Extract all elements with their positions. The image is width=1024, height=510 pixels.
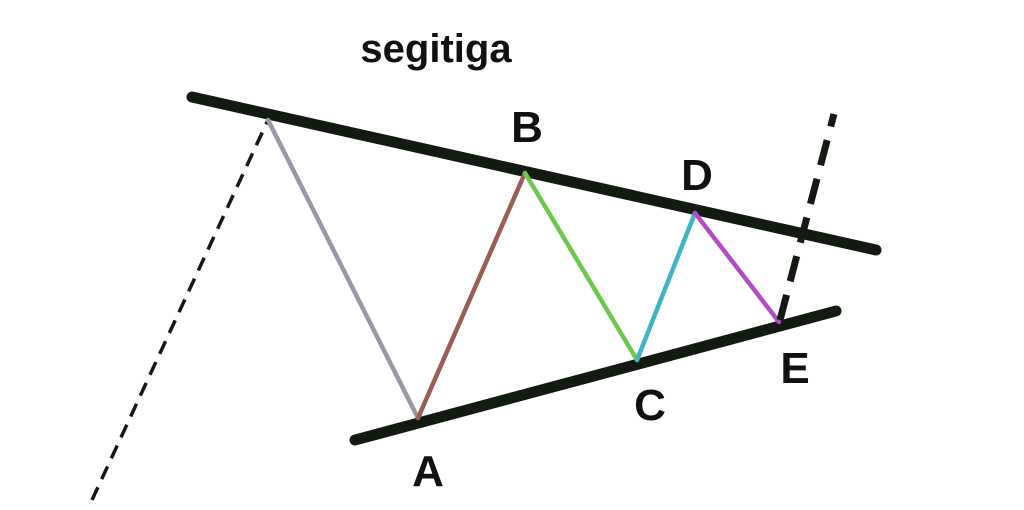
upper-trendline — [186, 91, 882, 256]
point-label-a: A — [412, 447, 444, 496]
point-label-b: B — [511, 103, 543, 152]
leg-b-to-c — [522, 170, 640, 363]
leg-c-to-d — [634, 210, 698, 363]
prior-uptrend-dashed-line — [90, 119, 270, 501]
point-label-c: C — [634, 381, 666, 430]
lower-trendline — [349, 305, 842, 446]
breakout-dashed-line — [776, 113, 838, 321]
diagram-title: segitiga — [360, 27, 512, 71]
leg-a-to-b — [415, 170, 528, 421]
point-label-d: D — [681, 151, 713, 200]
point-label-e: E — [780, 344, 809, 393]
leg-d-to-e — [692, 210, 782, 325]
leg-peak-to-a — [265, 117, 421, 421]
